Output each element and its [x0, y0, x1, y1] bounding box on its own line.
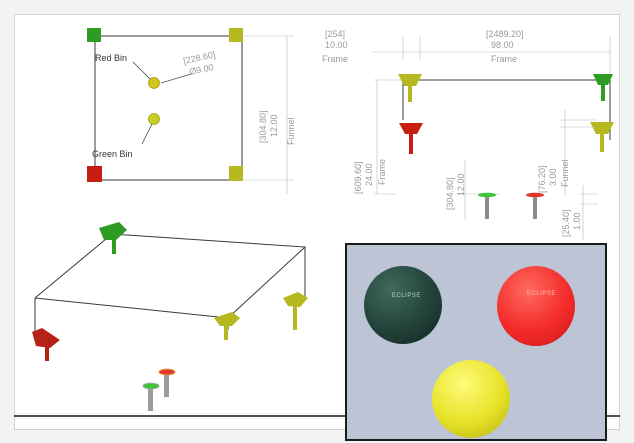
top-view-frame — [94, 35, 243, 181]
corner-yellow-marker-bottom — [229, 166, 243, 181]
top-frame-dimension-mm: [2489.20] — [486, 29, 524, 39]
iso-green-funnel — [99, 222, 127, 240]
funnel-dimension-mm: [76.20] — [537, 165, 547, 193]
front-yellow-funnel-left — [398, 74, 422, 86]
top-view: Red Bin Green Bin [228.60] Ø9.00 [304.80… — [87, 28, 296, 194]
frame-height-dimension-in: 24.00 — [364, 163, 374, 186]
frame-height-dimension-label: Frame — [377, 159, 387, 185]
corner-red-marker — [87, 166, 102, 182]
red-bin-label: Red Bin — [95, 53, 127, 63]
iso-yellow-funnel-front — [214, 312, 240, 326]
left-frame-dimension-label: Frame — [322, 54, 348, 64]
left-frame-dimension-mm: [254] — [325, 29, 345, 39]
bin-height-dimension-mm: [304.80] — [445, 177, 455, 210]
green-bin-label: Green Bin — [92, 149, 133, 159]
front-view: [254] 10.00 Frame [2489.20] 98.00 Frame … — [322, 29, 614, 240]
iso-green-funnel-stem — [112, 240, 116, 254]
golf-balls-photo: ECLIPSE ECLIPSE — [345, 243, 607, 441]
front-green-bin-top — [478, 192, 496, 198]
funnel-side-dimension-label: Funnel — [286, 117, 296, 145]
front-green-funnel — [593, 74, 613, 85]
front-yellow-funnel-left-stem — [408, 86, 412, 102]
funnel-side-dimension-in: 12.00 — [269, 114, 279, 137]
bin-dimension-in: Ø9.00 — [188, 62, 214, 77]
iso-yellow-funnel-right — [283, 292, 308, 307]
red-bin-marker — [148, 77, 160, 89]
iso-green-bin-top — [142, 382, 160, 390]
top-frame-dimension-in: 98.00 — [491, 40, 514, 50]
front-red-funnel — [399, 123, 423, 134]
iso-red-bin-post — [164, 375, 169, 397]
red-bin-leader — [132, 61, 151, 80]
funnel-dimension-in: 3.00 — [548, 168, 558, 186]
isometric-view — [32, 222, 308, 411]
bin-height-dimension-in: 12.00 — [456, 173, 466, 196]
green-bin-leader — [141, 123, 153, 145]
green-bin-marker — [148, 113, 160, 125]
front-yellow-funnel-right — [590, 122, 614, 134]
corner-yellow-marker-top — [229, 28, 243, 42]
iso-yellow-funnel-right-stem — [293, 306, 297, 330]
dark-green-ball — [364, 266, 442, 344]
left-frame-dimension-in: 10.00 — [325, 40, 348, 50]
front-green-funnel-stem — [601, 85, 605, 101]
frame-height-dimension-mm: [609.60] — [353, 161, 363, 194]
bin-base-dimension-mm: [25.40] — [561, 209, 571, 237]
front-red-bin-post — [533, 197, 537, 219]
dark-green-ball-text: ECLIPSE — [392, 293, 421, 299]
front-green-bin-post — [485, 197, 489, 219]
front-red-funnel-stem — [409, 134, 413, 154]
red-ball — [497, 266, 575, 346]
yellow-ball — [432, 360, 510, 438]
front-frame — [402, 79, 611, 140]
corner-green-marker — [87, 28, 101, 42]
bin-base-dimension-in: 1.00 — [572, 212, 582, 230]
bin-dimension-leader — [160, 73, 192, 84]
top-frame-dimension-label: Frame — [491, 54, 517, 64]
iso-frame-top — [34, 233, 307, 319]
iso-yellow-funnel-front-stem — [224, 326, 228, 340]
iso-red-funnel-stem — [45, 347, 49, 361]
iso-green-bin-post — [148, 389, 153, 411]
red-ball-text: ECLIPSE — [527, 291, 556, 297]
front-yellow-funnel-right-stem — [600, 134, 604, 152]
funnel-side-dimension-mm: [304.80] — [258, 110, 268, 143]
iso-red-bin-top — [158, 368, 176, 376]
iso-red-funnel — [32, 328, 60, 348]
front-red-bin-top — [526, 192, 544, 198]
funnel-dimension-label: Funnel — [560, 159, 570, 187]
